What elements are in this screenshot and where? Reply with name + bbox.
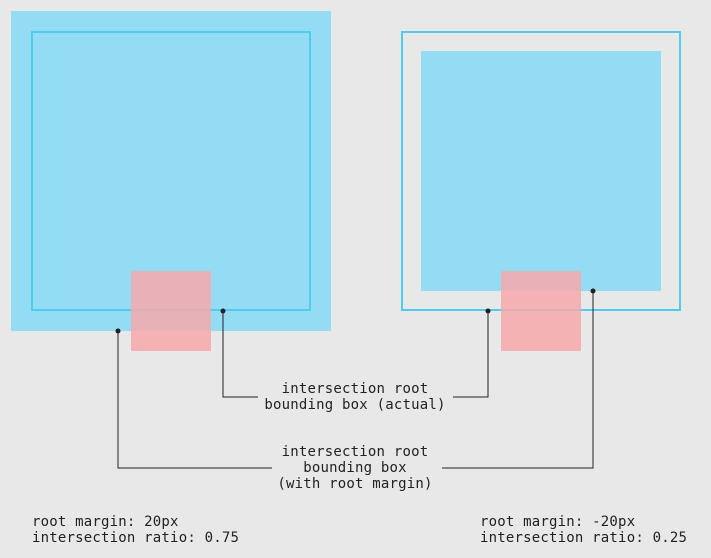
leader-line-actual-left xyxy=(222,311,258,398)
left-root-margin: root margin: 20px xyxy=(32,514,179,530)
label-margin-line-3: (with root margin) xyxy=(277,476,433,492)
left-target-box xyxy=(131,271,211,351)
leader-dot-actual-right xyxy=(485,308,491,314)
label-margin-bounding-box: intersection root bounding box (with roo… xyxy=(255,444,455,492)
label-actual-line-2: bounding box (actual) xyxy=(264,397,446,413)
right-root-margin: root margin: -20px xyxy=(480,514,636,530)
left-example-stats: root margin: 20px intersection ratio: 0.… xyxy=(32,514,239,546)
label-actual-line-1: intersection root xyxy=(281,381,429,397)
right-margin-root-box xyxy=(421,51,661,291)
label-actual-bounding-box: intersection root bounding box (actual) xyxy=(255,381,455,413)
leader-line-actual-right xyxy=(453,311,489,398)
leader-line-margin-left xyxy=(117,331,272,469)
right-intersection-ratio: intersection ratio: 0.25 xyxy=(480,530,688,546)
right-target-box xyxy=(501,271,581,351)
label-margin-line-2: bounding box xyxy=(303,460,407,476)
leader-dot-margin-right xyxy=(590,288,596,294)
leader-dot-actual-left xyxy=(220,308,226,314)
label-margin-line-1: intersection root xyxy=(281,444,429,460)
leader-dot-margin-left xyxy=(115,328,121,334)
left-intersection-ratio: intersection ratio: 0.75 xyxy=(32,530,240,546)
right-example-stats: root margin: -20px intersection ratio: 0… xyxy=(480,514,687,546)
leader-line-margin-right xyxy=(442,291,594,469)
